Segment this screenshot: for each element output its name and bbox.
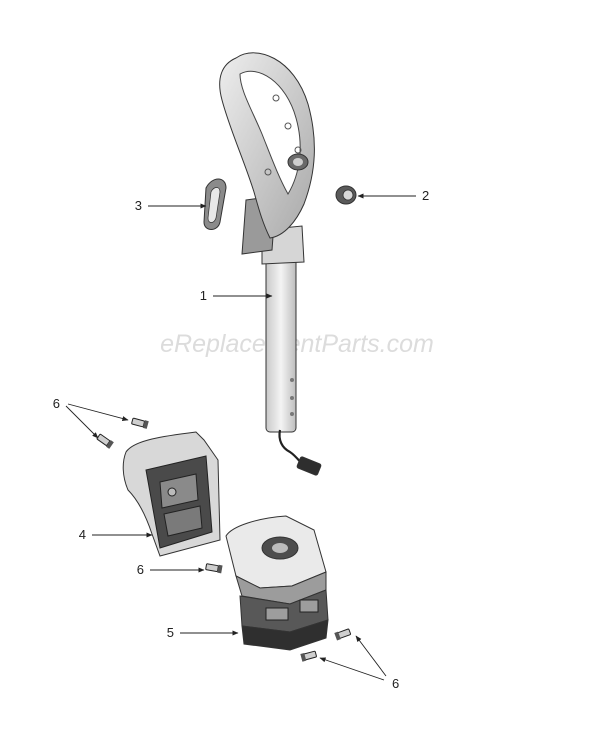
handle-tube xyxy=(265,251,297,433)
callout-6-middle: 6 xyxy=(137,562,144,577)
callout-6-lower: 6 xyxy=(392,676,399,691)
leader-6c-2 xyxy=(319,657,385,681)
callout-1: 1 xyxy=(200,288,207,303)
wire-connector xyxy=(296,456,322,476)
part-6-screw-top-left xyxy=(96,433,114,449)
part-6-screw-top-right xyxy=(131,417,149,429)
watermark: eReplacementParts.com xyxy=(160,330,434,358)
leader-6c-1 xyxy=(355,635,387,677)
part-6-screw-bottom-lower xyxy=(300,650,317,662)
part-3-slot-cover xyxy=(203,178,227,230)
part-4-bracket xyxy=(122,431,221,557)
callout-3: 3 xyxy=(135,198,142,213)
callout-5: 5 xyxy=(167,625,174,640)
callout-6-upper: 6 xyxy=(53,396,60,411)
callout-2: 2 xyxy=(422,188,429,203)
part-6-screw-bottom-upper xyxy=(334,628,352,641)
part-5-base-housing xyxy=(225,515,329,651)
part-6-screw-mid xyxy=(205,563,223,574)
leader-6a-2 xyxy=(65,405,99,439)
leader-6a-1 xyxy=(67,403,129,421)
part-2-cap xyxy=(335,185,357,205)
callout-4: 4 xyxy=(79,527,86,542)
part-1-handle-assembly xyxy=(219,52,322,476)
